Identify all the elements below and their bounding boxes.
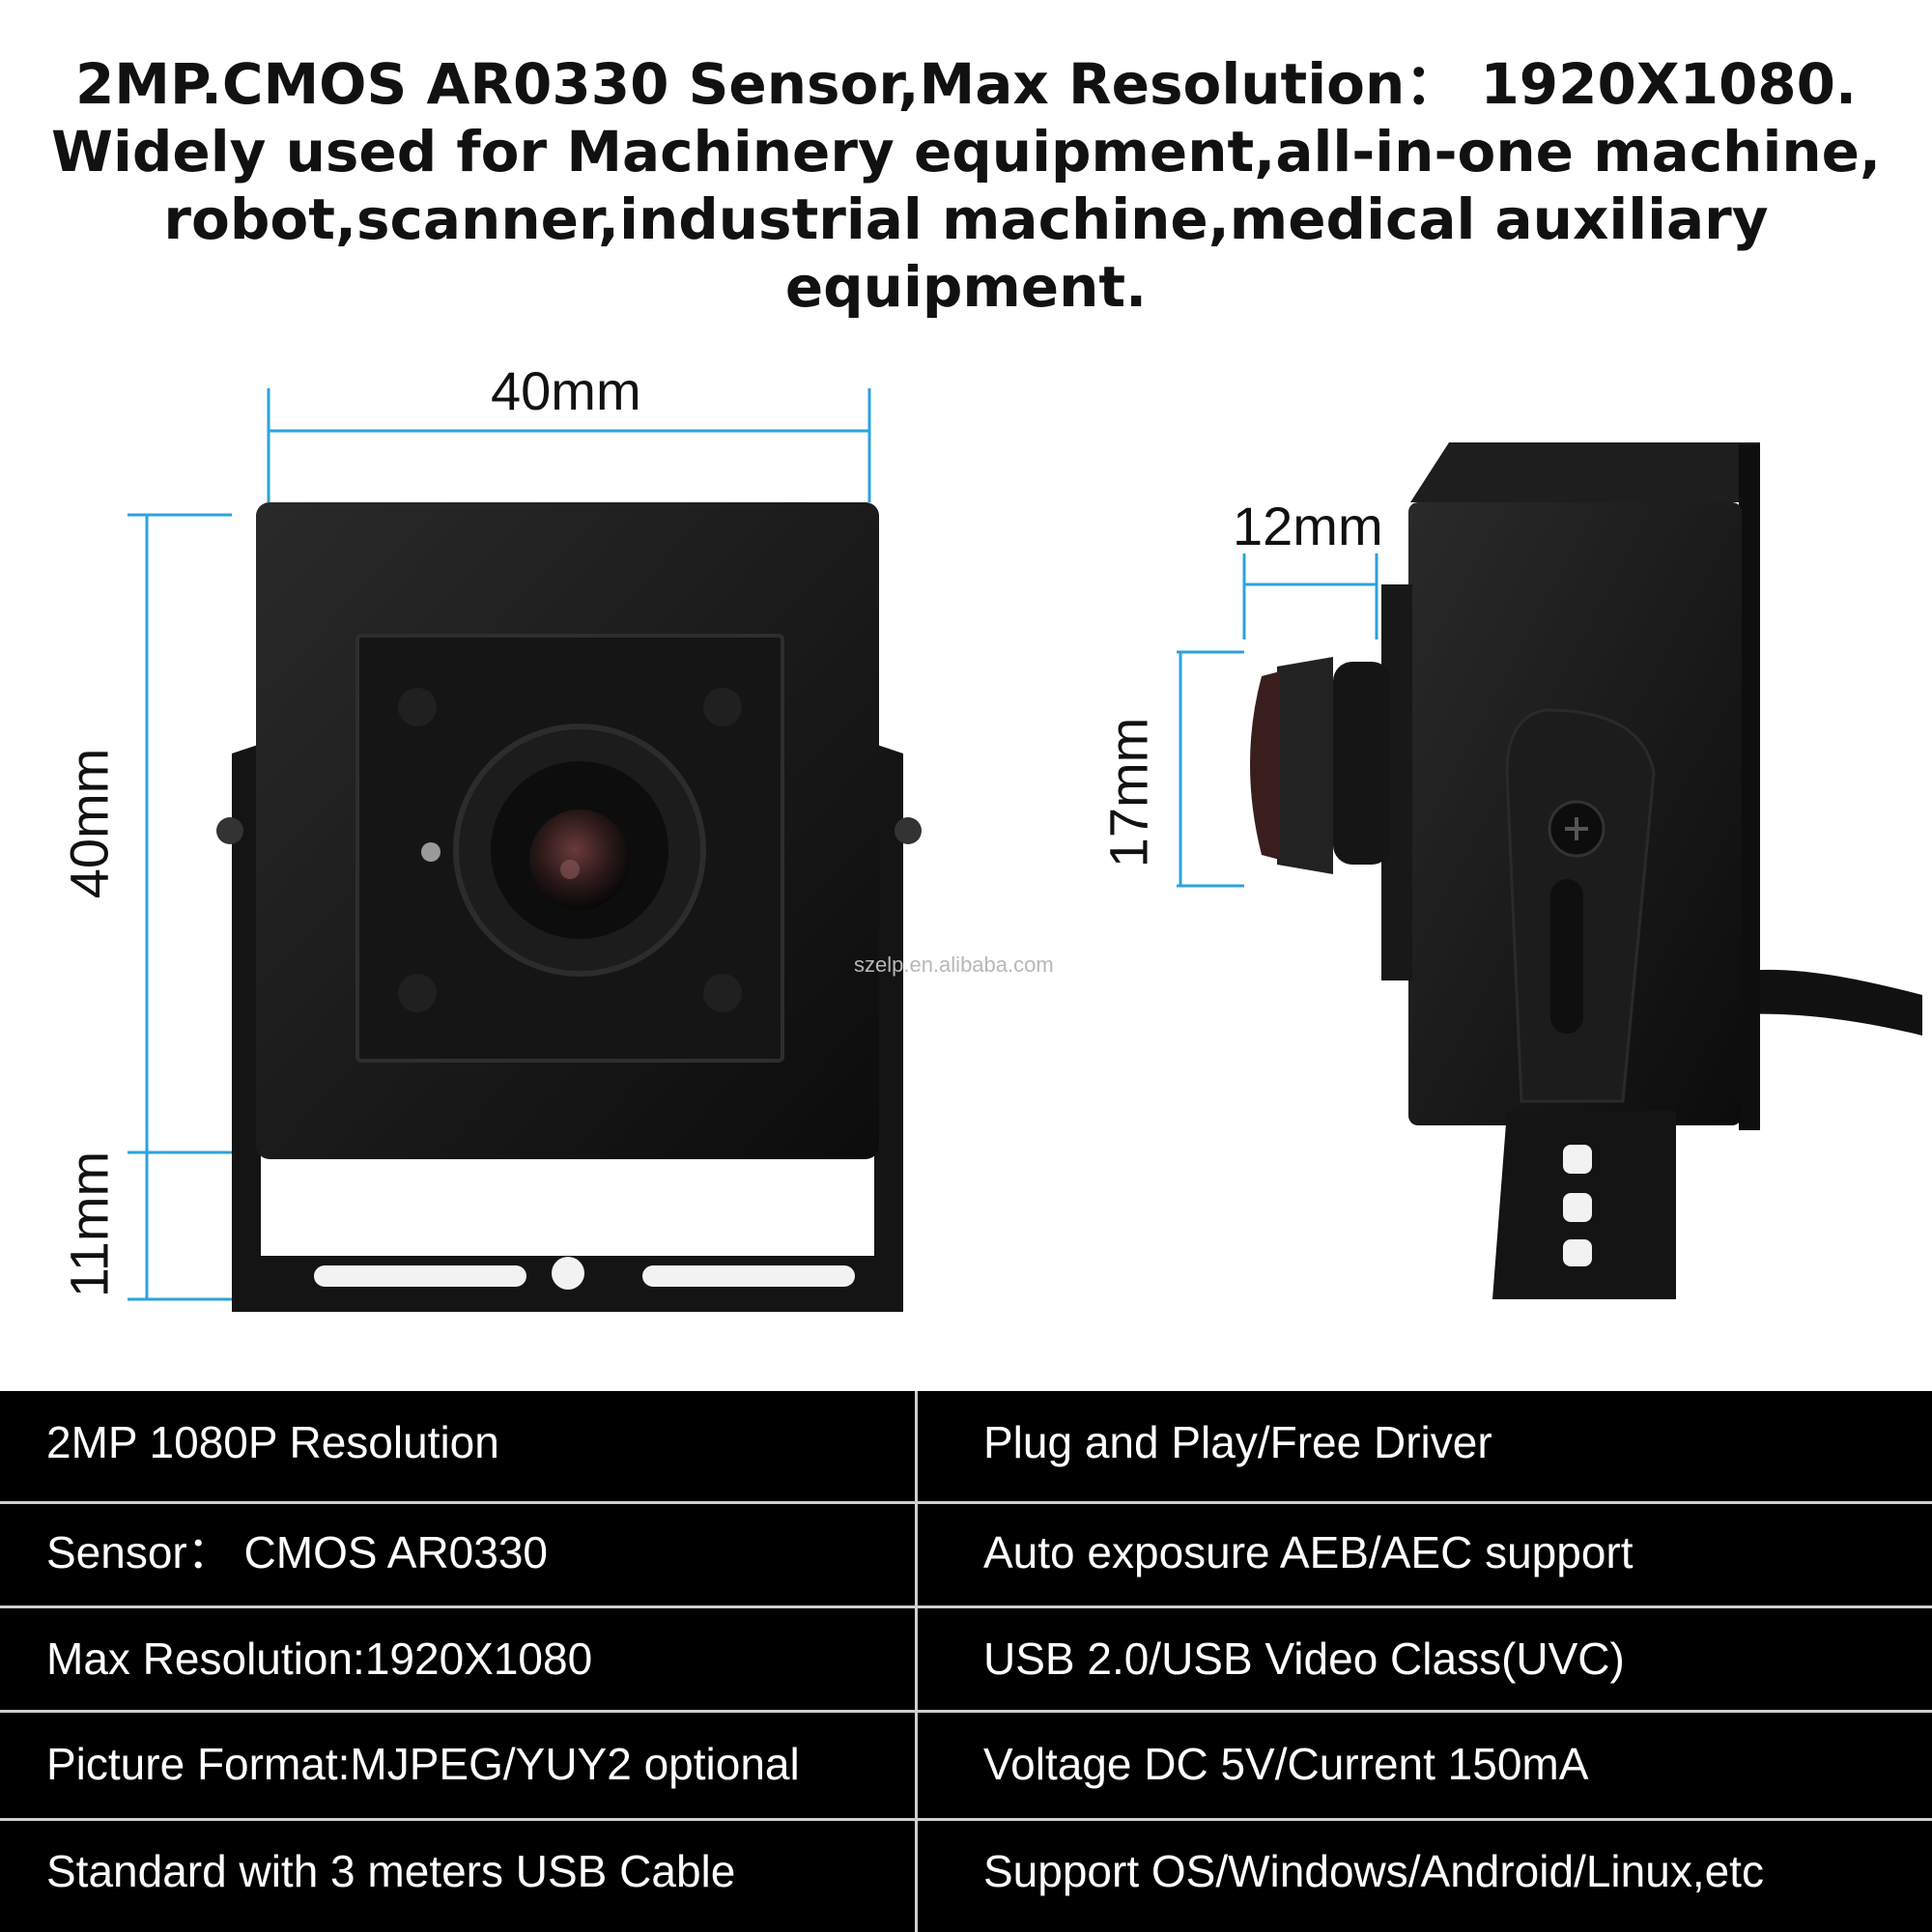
spec-left: 2MP 1080P Resolution — [46, 1417, 499, 1467]
spec-left: Max Resolution:1920X1080 — [46, 1634, 593, 1684]
row-divider — [0, 1818, 1932, 1821]
headline-line-3: robot,scanner,industrial machine,medical… — [163, 186, 1769, 252]
row-divider — [0, 1605, 1932, 1608]
spec-left: Sensor： CMOS AR0330 — [46, 1527, 549, 1577]
spec-row: Standard with 3 meters USB Cable Support… — [0, 1820, 1932, 1923]
headline-line-1: 2MP.CMOS AR0330 Sensor,Max Resolution： 1… — [74, 51, 1858, 117]
spec-right: Support OS/Windows/Android/Linux,etc — [983, 1846, 1764, 1896]
headline-line-2: Widely used for Machinery equipment,all-… — [50, 119, 1881, 185]
spec-row: 2MP 1080P Resolution Plug and Play/Free … — [0, 1391, 1932, 1494]
spec-row: Sensor： CMOS AR0330 Auto exposure AEB/AE… — [0, 1501, 1932, 1605]
row-divider — [0, 1710, 1932, 1713]
front-width-label: 40mm — [491, 360, 641, 421]
spec-row: Picture Format:MJPEG/YUY2 optional Volta… — [0, 1713, 1932, 1816]
front-view-camera — [216, 502, 922, 1312]
row-divider — [0, 1501, 1932, 1504]
spec-right: USB 2.0/USB Video Class(UVC) — [983, 1634, 1625, 1684]
headline: 2MP.CMOS AR0330 Sensor,Max Resolution： 1… — [39, 50, 1893, 321]
side-view-camera — [1250, 442, 1922, 1299]
spec-right: Auto exposure AEB/AEC support — [983, 1527, 1634, 1577]
watermark: szelp.en.alibaba.com — [854, 952, 1054, 977]
spec-left: Standard with 3 meters USB Cable — [46, 1846, 736, 1896]
lens-depth-label: 12mm — [1233, 496, 1383, 556]
spec-right: Plug and Play/Free Driver — [983, 1417, 1492, 1467]
dimension-lines — [128, 388, 1378, 1301]
spec-table: 2MP 1080P Resolution Plug and Play/Free … — [0, 1391, 1932, 1932]
spec-row: Max Resolution:1920X1080 USB 2.0/USB Vid… — [0, 1607, 1932, 1711]
headline-line-4: equipment. — [784, 254, 1148, 320]
spec-right: Voltage DC 5V/Current 150mA — [983, 1739, 1589, 1789]
spec-left: Picture Format:MJPEG/YUY2 optional — [46, 1739, 800, 1789]
camera-photo — [128, 388, 1922, 1312]
column-divider — [915, 1391, 918, 1932]
